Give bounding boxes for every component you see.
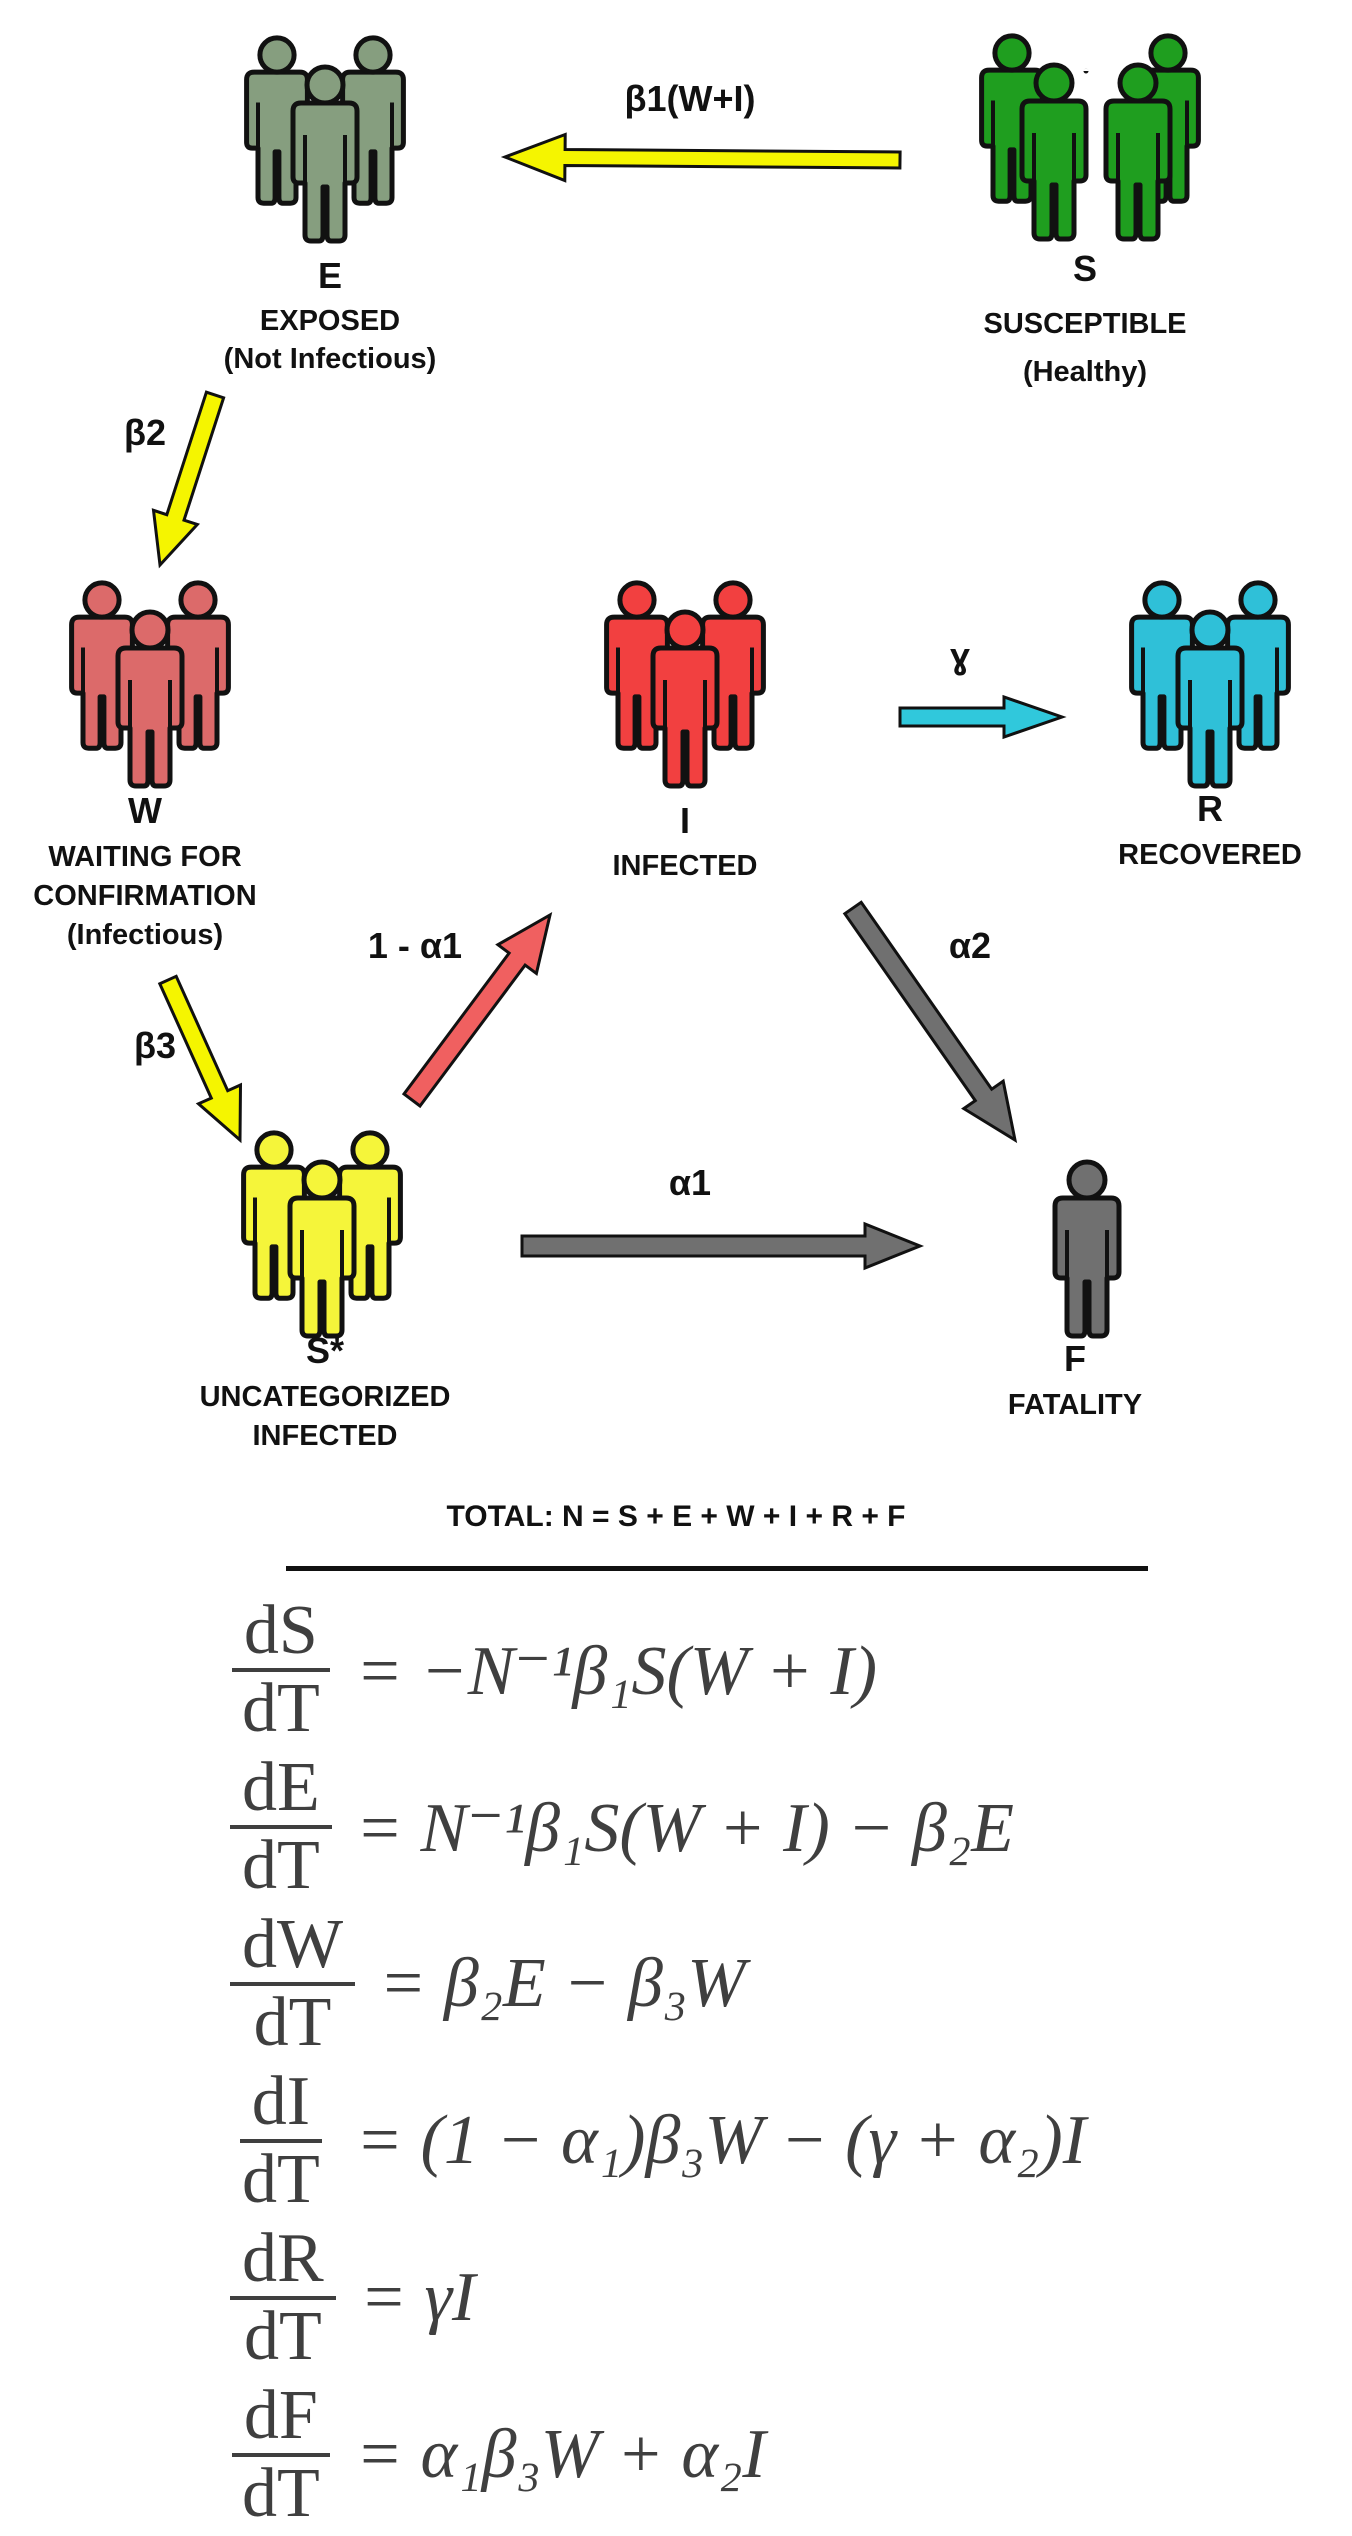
- infected-group-icon: [604, 580, 766, 789]
- node-sstar-letter: S*: [305, 1330, 345, 1371]
- node-w-name-line2: CONFIRMATION: [33, 880, 257, 912]
- equation-numerator: dW: [230, 1908, 356, 1986]
- recovered-group-icon: [1129, 580, 1291, 789]
- node-s-note: (Healthy): [1022, 356, 1148, 388]
- uncategorized-group-icon: [241, 1130, 403, 1339]
- node-i-letter: I: [679, 800, 690, 841]
- divider-line: [286, 1566, 1148, 1571]
- node-e-note: (Not Infectious): [223, 343, 437, 375]
- rate-i-to-f-label: α2: [948, 925, 992, 966]
- susceptible-group-icon: [979, 33, 1201, 242]
- arrow-s-to-e: [500, 132, 902, 183]
- node-sstar-name-line2: INFECTED: [252, 1420, 398, 1452]
- node-w-name-line1: WAITING FOR: [48, 841, 242, 873]
- node-w-note: (Infectious): [66, 919, 224, 951]
- equation-rhs: = γI: [359, 2259, 476, 2336]
- arrow-sstar-to-i: [401, 911, 553, 1109]
- arrow-sstar-to-f: [520, 1221, 925, 1271]
- arrow-e-to-w: [151, 390, 226, 569]
- equation-rhs: = (1 − α₁)β₃W − (γ + α₂)I: [355, 2102, 1087, 2179]
- equation-numerator: dF: [231, 2379, 330, 2457]
- equation-denominator: dT: [253, 1984, 332, 2061]
- rate-sstar-to-i-label: 1 - α1: [367, 925, 463, 966]
- node-s-letter: S: [1072, 248, 1097, 289]
- equation-numerator: dE: [230, 1751, 332, 1829]
- equation-denominator: dT: [243, 2298, 322, 2375]
- rate-s-to-e-label: β1(W+I): [624, 78, 756, 119]
- node-f-name: FATALITY: [1007, 1389, 1143, 1421]
- equation-rhs: = −N⁻¹β₁S(W + I): [355, 1632, 878, 1710]
- arrow-i-to-r: [898, 694, 1067, 740]
- node-f-letter: F: [1064, 1338, 1086, 1379]
- equation-numerator: dI: [239, 2065, 323, 2143]
- waiting-group-icon: [69, 580, 231, 789]
- equation-numerator: dR: [230, 2222, 336, 2300]
- equation-denominator: dT: [242, 2141, 320, 2218]
- node-s-name: SUSCEPTIBLE: [983, 308, 1187, 340]
- equation-rhs: = α₁β₃W + α₂I: [355, 2416, 766, 2493]
- rate-sstar-to-f-label: α1: [668, 1162, 712, 1203]
- node-w-letter: W: [128, 790, 162, 831]
- rate-i-to-r-label: ɣ: [949, 635, 971, 676]
- node-r-letter: R: [1197, 788, 1223, 829]
- exposed-group-icon: [244, 35, 406, 244]
- equation-rhs: = β₂E − β₃W: [379, 1945, 746, 2022]
- equation-denominator: dT: [242, 2455, 320, 2532]
- node-e-name: EXPOSED: [259, 305, 401, 337]
- node-r-name: RECOVERED: [1118, 839, 1302, 871]
- seir-flow-diagram: [69, 33, 1291, 1339]
- equation-denominator: dT: [242, 1827, 320, 1904]
- equation-denominator: dT: [242, 1670, 320, 1747]
- rate-w-to-sstar-label: β3: [134, 1025, 176, 1066]
- node-e-letter: E: [317, 255, 342, 296]
- node-sstar-name-line1: UNCATEGORIZED: [199, 1381, 451, 1413]
- total-population-formula: TOTAL: N = S + E + W + I + R + F: [446, 1500, 906, 1533]
- arrow-i-to-f: [842, 900, 1018, 1144]
- fatality-person-icon: [1052, 1159, 1122, 1339]
- arrow-w-to-sstar: [157, 974, 243, 1144]
- equation-numerator: dS: [231, 1594, 330, 1672]
- node-i-name: INFECTED: [612, 850, 758, 882]
- equation-rhs: = N⁻¹β₁S(W + I) − β₂E: [355, 1789, 1014, 1867]
- rate-e-to-w-label: β2: [124, 412, 166, 453]
